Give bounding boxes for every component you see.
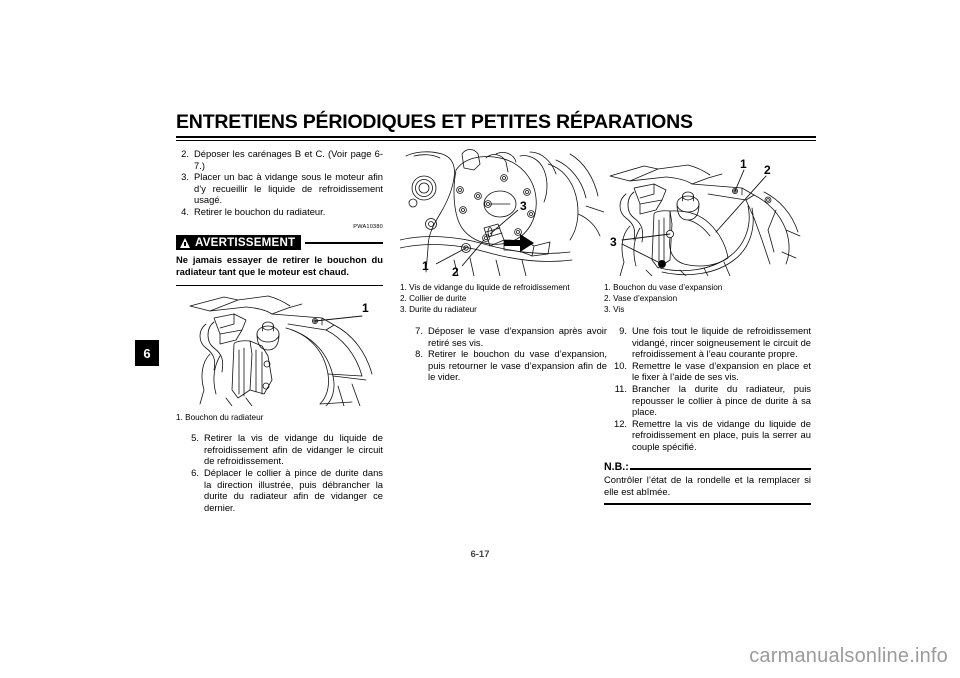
warning-code: PWA10380 <box>353 223 383 230</box>
warning-banner: AVERTISSEMENT <box>176 235 302 251</box>
step-number: 4. <box>181 205 189 217</box>
step-number: 11. <box>614 382 627 394</box>
middle-figure-caption: 1. Vis de vidange du liquide de refroidi… <box>400 282 607 315</box>
step-number: 8. <box>415 348 423 360</box>
note-text: Contrôler l’état de la rondelle et la re… <box>604 474 811 497</box>
left-steps-top: 2. Déposer les carénages B et C. (Voir p… <box>176 148 383 218</box>
middle-steps: 7. Déposer le vase d’expansion après avo… <box>410 325 607 383</box>
step-number: 6. <box>191 466 199 478</box>
step-text: Déplacer le collier à pince de durite da… <box>204 466 383 513</box>
list-item: 4. Retirer le bouchon du radiateur. <box>176 206 383 218</box>
step-text: Retirer le bouchon du radiateur. <box>194 205 326 217</box>
right-figure-caption: 1. Bouchon du vase d’expansion 2. Vase d… <box>604 282 811 315</box>
title-rule-thin <box>176 140 816 141</box>
left-figure-caption: 1. Bouchon du radiateur <box>176 412 383 423</box>
svg-text:1: 1 <box>740 157 747 171</box>
coolant-drain-bolt-illustration: 1 2 3 <box>400 148 607 276</box>
caption-line: 1. Bouchon du vase d’expansion <box>604 283 723 292</box>
column-right: 1 2 3 1. Bouchon du vase d’expansion 2. … <box>604 148 811 505</box>
left-steps-bottom: 5. Retirer la vis de vidange du liquide … <box>186 432 383 513</box>
page-title: ENTRETIENS PÉRIODIQUES ET PETITES RÉPARA… <box>176 111 693 133</box>
svg-text:2: 2 <box>764 163 771 177</box>
note-label: N.B.: <box>604 460 629 473</box>
column-middle: 1 2 3 1. Vis de vidange du liquide de re… <box>400 148 607 383</box>
list-item: 10. Remettre le vase d’expansion en plac… <box>614 360 811 383</box>
svg-text:1: 1 <box>362 301 369 315</box>
note-bottom-rule <box>604 503 811 505</box>
step-text: Déposer le vase d’expansion après avoir … <box>428 325 607 348</box>
list-item: 12. Remettre la vis de vidange du liquid… <box>614 418 811 453</box>
title-rule-thick <box>176 136 816 139</box>
step-number: 3. <box>181 171 189 183</box>
step-number: 10. <box>614 359 628 371</box>
step-text: Placer un bac à vidange sous le moteur a… <box>194 171 383 206</box>
step-text: Remettre la vis de vidange du liquide de… <box>632 417 811 452</box>
svg-text:3: 3 <box>610 235 617 249</box>
svg-text:3: 3 <box>520 199 527 213</box>
radiator-cap-illustration: 1 <box>176 294 383 407</box>
warning-bottom-rule <box>176 284 383 287</box>
warning-text: Ne jamais essayer de retirer le bouchon … <box>176 254 383 277</box>
warning-label: AVERTISSEMENT <box>195 235 296 249</box>
note-rule <box>629 468 811 470</box>
warning-rule <box>305 241 383 244</box>
svg-text:2: 2 <box>452 265 459 276</box>
column-left: 2. Déposer les carénages B et C. (Voir p… <box>176 148 383 513</box>
step-number: 9. <box>619 325 627 336</box>
chapter-tab: 6 <box>135 340 159 366</box>
chapter-tab-number: 6 <box>143 345 151 361</box>
watermark: carmanualsonline.info <box>749 645 948 667</box>
list-item: 3. Placer un bac à vidange sous le moteu… <box>176 171 383 206</box>
list-item: 8. Retirer le bouchon du vase d’expansio… <box>410 348 607 383</box>
step-text: Retirer la vis de vidange du liquide de … <box>204 432 383 467</box>
step-number: 5. <box>191 432 199 444</box>
caption-line: 3. Vis <box>604 305 625 314</box>
step-text: Retirer le bouchon du vase d’expansion, … <box>428 348 607 383</box>
step-text: Une fois tout le liquide de refroidissem… <box>632 325 811 360</box>
coolant-reservoir-illustration: 1 2 3 <box>604 148 811 276</box>
caption-line: 2. Collier de durite <box>400 294 467 303</box>
caption-line: 2. Vase d’expansion <box>604 294 678 303</box>
svg-text:1: 1 <box>422 259 429 273</box>
step-number: 7. <box>415 325 423 336</box>
warning-banner-row: AVERTISSEMENT <box>176 235 383 251</box>
page-number: 6-17 <box>470 549 490 560</box>
step-number: 12. <box>614 417 628 429</box>
caption-line: 3. Durite du radiateur <box>400 305 477 314</box>
step-number: 2. <box>181 148 189 159</box>
caption-line: 1. Vis de vidange du liquide de refroidi… <box>400 283 570 292</box>
list-item: 9. Une fois tout le liquide de refroidis… <box>614 325 811 360</box>
list-item: 11. Brancher la durite du radiateur, pui… <box>614 383 811 418</box>
list-item: 7. Déposer le vase d’expansion après avo… <box>410 325 607 348</box>
step-text: Brancher la durite du radiateur, puis re… <box>632 382 811 418</box>
step-text: Remettre le vase d’expansion en place et… <box>632 359 811 383</box>
caption-line: 1. Bouchon du radiateur <box>176 413 264 423</box>
note-header-row: N.B.: <box>604 460 811 473</box>
list-item: 6. Déplacer le collier à pince de durite… <box>186 467 383 513</box>
right-steps: 9. Une fois tout le liquide de refroidis… <box>614 325 811 453</box>
step-text: Déposer les carénages B et C. (Voir page… <box>194 148 383 171</box>
list-item: 2. Déposer les carénages B et C. (Voir p… <box>176 148 383 171</box>
warning-triangle-icon <box>180 237 190 248</box>
list-item: 5. Retirer la vis de vidange du liquide … <box>186 432 383 467</box>
